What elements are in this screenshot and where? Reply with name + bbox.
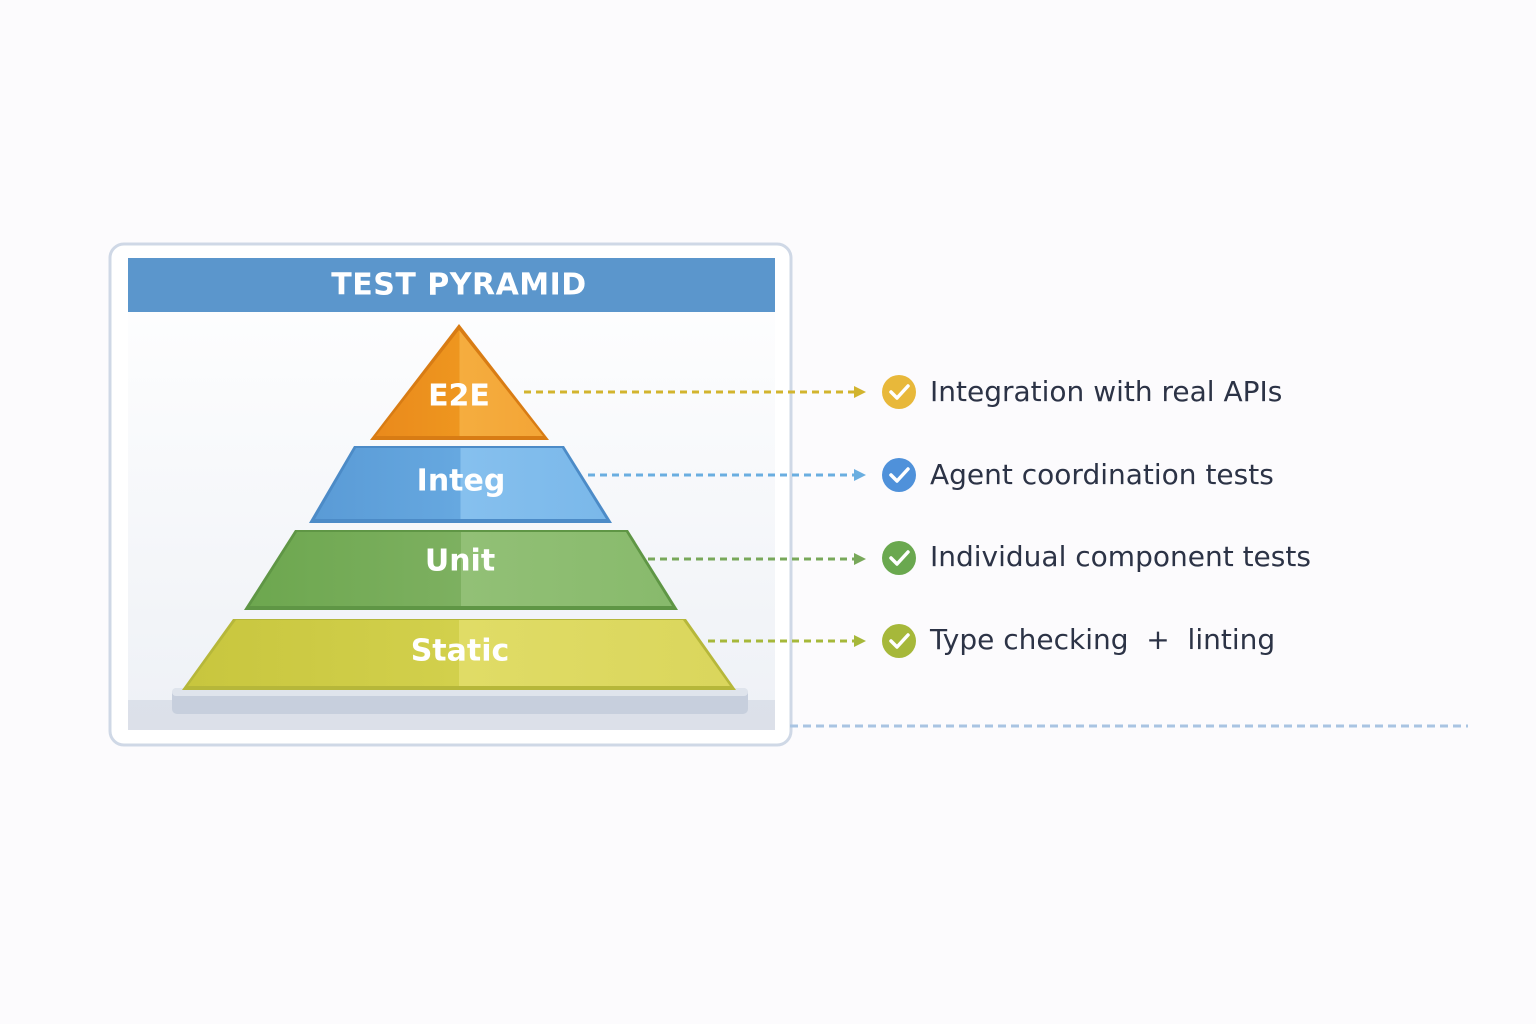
tier-e2e-label: E2E xyxy=(428,379,490,414)
callout-static: Type checking + linting xyxy=(929,623,1275,656)
tier-static-face xyxy=(188,620,730,686)
arrow-unit-icon xyxy=(854,553,866,565)
callout-integ: Agent coordination tests xyxy=(930,458,1274,491)
arrow-integ-icon xyxy=(854,469,866,481)
diagram-title: TEST PYRAMID xyxy=(331,268,586,303)
check-circle-icon xyxy=(882,624,916,658)
check-circle-icon xyxy=(882,375,916,409)
callout-unit: Individual component tests xyxy=(930,540,1311,573)
tier-e2e-face xyxy=(376,330,543,436)
tier-unit-label: Unit xyxy=(425,544,495,579)
tier-integ-label: Integ xyxy=(417,464,506,499)
callout-e2e: Integration with real APIs xyxy=(930,375,1282,408)
tier-integ-face xyxy=(315,448,606,519)
arrow-e2e-icon xyxy=(854,386,866,398)
check-circle-icon xyxy=(882,541,916,575)
arrow-static-icon xyxy=(854,635,866,647)
title-bar xyxy=(128,258,775,312)
tier-static-label: Static xyxy=(411,634,510,669)
check-circle-icon xyxy=(882,458,916,492)
tier-unit-face xyxy=(250,532,672,606)
